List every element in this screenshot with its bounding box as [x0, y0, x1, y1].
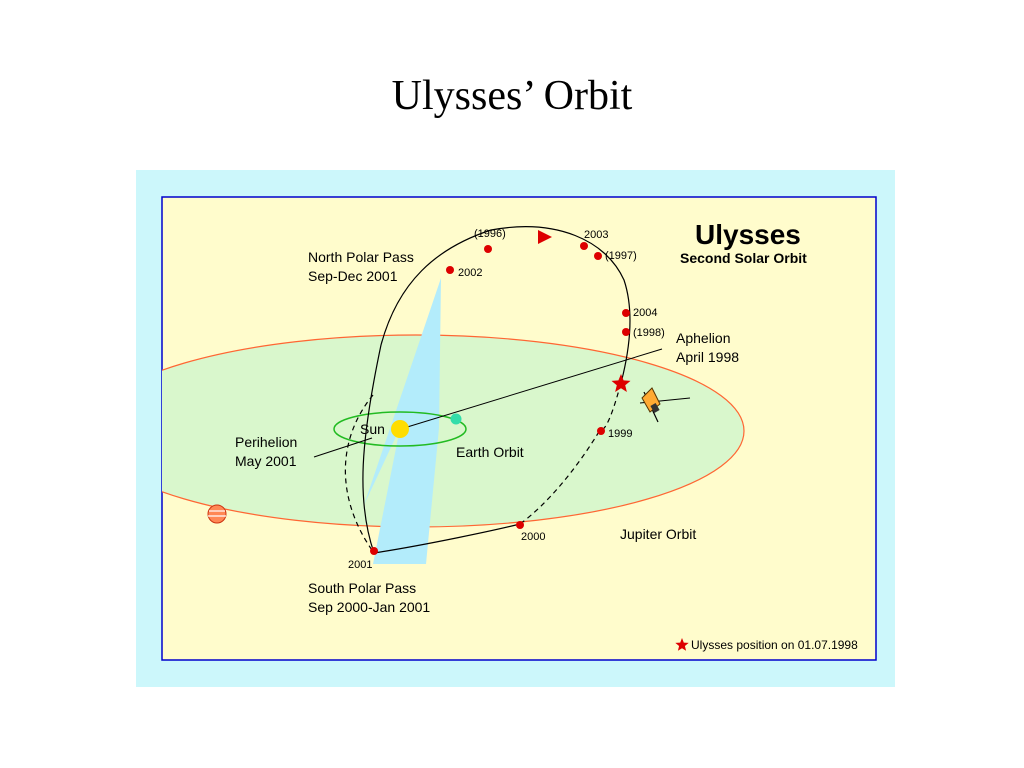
year-label-1996: (1996): [474, 228, 506, 240]
polar-cone-south: [373, 428, 439, 564]
diagram-frame: Ulysses Second Solar Orbit North Polar P…: [136, 170, 895, 687]
star-icon: [611, 374, 631, 392]
sun-label: Sun: [360, 421, 385, 437]
ulysses-orbit-dashed: [519, 374, 624, 525]
marker-1999: [597, 427, 605, 435]
aphelion-date: April 1998: [676, 349, 739, 365]
ulysses-orbit-solid-lower: [373, 523, 521, 554]
direction-arrow-icon: [538, 230, 552, 244]
perihelion-pointer: [313, 437, 373, 458]
south-pass-dates: Sep 2000-Jan 2001: [308, 599, 430, 615]
ulysses-orbit-dashed-left: [344, 394, 375, 554]
aphelion-label: Aphelion: [676, 330, 731, 346]
marker-1996: [484, 245, 492, 253]
marker-2002: [446, 266, 454, 274]
legend-note: Ulysses position on 01.07.1998: [691, 638, 858, 652]
year-label-2000: 2000: [521, 531, 545, 543]
jupiter-orbit-label: Jupiter Orbit: [620, 526, 696, 542]
jupiter-icon: [207, 504, 227, 524]
earth-icon: [450, 413, 462, 425]
marker-1997: [594, 252, 602, 260]
diagram-heading: Ulysses: [695, 219, 801, 250]
marker-2001: [370, 547, 378, 555]
marker-2003: [580, 242, 588, 250]
perihelion-date: May 2001: [235, 453, 297, 469]
marker-2004: [622, 309, 630, 317]
marker-1998: [622, 328, 630, 336]
aphelion-pointer: [403, 348, 663, 429]
year-label-1999: 1999: [608, 428, 632, 440]
spacecraft-icon: [639, 387, 691, 423]
legend-star-icon: [675, 638, 689, 651]
polar-cone-north: [364, 278, 441, 505]
ulysses-orbit-solid-upper: [362, 226, 631, 554]
north-pass-dates: Sep-Dec 2001: [308, 268, 398, 284]
south-pass-label: South Polar Pass: [308, 580, 416, 596]
sun-icon: [391, 420, 409, 438]
year-label-1998: (1998): [633, 327, 665, 339]
year-label-2003: 2003: [584, 229, 608, 241]
year-label-1997: (1997): [605, 250, 637, 262]
earth-orbit: [333, 411, 467, 447]
marker-2000: [516, 521, 524, 529]
earth-orbit-label: Earth Orbit: [456, 444, 524, 460]
diagram-subheading: Second Solar Orbit: [680, 250, 807, 266]
orbit-diagram: Ulysses Second Solar Orbit North Polar P…: [161, 196, 877, 661]
slide-title: Ulysses’ Orbit: [391, 73, 633, 119]
year-label-2002: 2002: [458, 267, 482, 279]
year-label-2004: 2004: [633, 307, 657, 319]
north-pass-label: North Polar Pass: [308, 249, 414, 265]
year-label-2001: 2001: [348, 559, 372, 571]
perihelion-label: Perihelion: [235, 434, 297, 450]
